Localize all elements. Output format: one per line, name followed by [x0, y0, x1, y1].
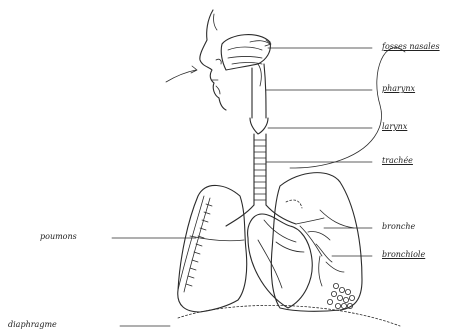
bronchial-tree [296, 218, 355, 309]
label-poumons: poumons [40, 233, 77, 241]
label-diaphragme: diaphragme [8, 321, 57, 329]
airway [226, 64, 296, 226]
nasal-cavity [221, 35, 270, 86]
airflow-arrows [166, 40, 271, 82]
label-bronchiole: bronchiole [382, 251, 425, 259]
ribs [178, 196, 212, 292]
diaphragm [120, 305, 400, 326]
label-bronche: bronche [382, 223, 415, 231]
label-larynx: larynx [382, 123, 407, 131]
leader-lines [112, 48, 372, 256]
label-pharynx: pharynx [382, 85, 415, 93]
label-fosses-nasales: fosses nasales [382, 43, 440, 51]
head-profile [200, 10, 405, 168]
label-trachee: trachée [382, 157, 413, 165]
